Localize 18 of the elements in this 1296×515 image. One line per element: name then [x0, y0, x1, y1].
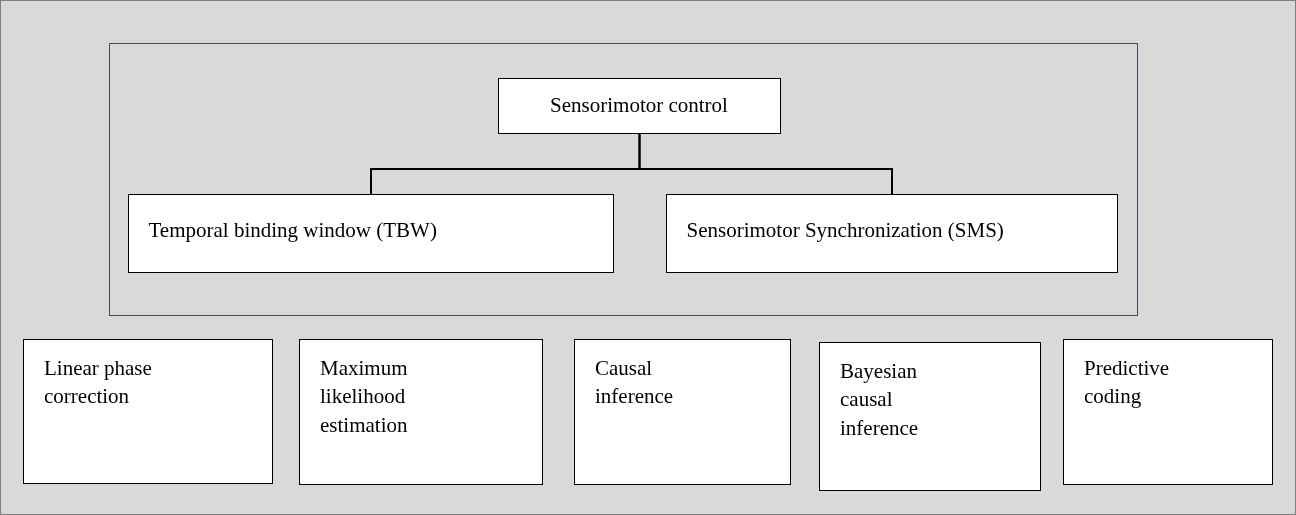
concept-box: [1063, 339, 1273, 485]
node-text: Maximum likelihood estimation: [320, 355, 409, 439]
node-text: Bayesian causal inference: [840, 358, 920, 442]
node-text: Causal inference: [595, 355, 675, 411]
connector-line: [638, 133, 893, 195]
concept-box: [127, 193, 614, 273]
concept-box: [299, 339, 543, 485]
concept-box: [665, 193, 1118, 273]
concept-box: [574, 339, 791, 485]
node-text: Linear phase correction: [44, 355, 153, 411]
node-text: Temporal binding window (TBW): [148, 216, 437, 244]
concept-box: [23, 339, 273, 484]
concept-box: [497, 77, 781, 134]
group-panel: [109, 43, 1138, 316]
node-text: Sensorimotor Synchronization (SMS): [686, 216, 1004, 244]
node-text: Predictive coding: [1084, 355, 1171, 411]
node-text: Sensorimotor control: [550, 92, 728, 120]
concept-box: [819, 342, 1041, 491]
